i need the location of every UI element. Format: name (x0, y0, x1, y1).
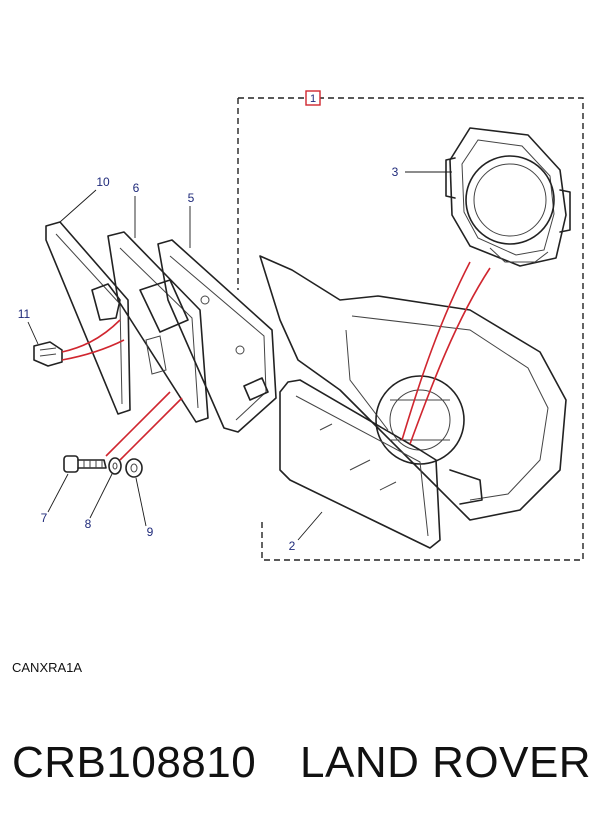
exploded-parts-diagram: 1 (18, 90, 584, 561)
nut-part-9 (125, 458, 143, 478)
footer-caption: CRB108810 LAND ROVER (0, 738, 600, 808)
mirror-glass-part-2 (279, 379, 441, 549)
inner-gasket-part-6 (107, 231, 209, 423)
assembly-highlight-lines (61, 261, 491, 461)
diagram-code: CANXRA1A (12, 660, 83, 675)
screw-part-7 (63, 455, 107, 473)
assembly-label: 1 (310, 93, 316, 105)
callout-8: 8 (85, 517, 92, 531)
callout-5: 5 (188, 191, 195, 205)
callout-10: 10 (96, 175, 110, 189)
assembly-boundary (238, 97, 584, 561)
outer-gasket-part-10 (45, 221, 131, 415)
callout-6: 6 (133, 181, 140, 195)
leader-lines (27, 171, 452, 541)
mirror-housing (259, 255, 567, 521)
clip-part-11 (33, 341, 63, 367)
mounting-bracket-part-3 (445, 127, 571, 267)
callout-11: 11 (18, 307, 31, 321)
callout-9: 9 (147, 525, 154, 539)
washer-part-8 (108, 457, 122, 475)
callout-3: 3 (392, 165, 399, 179)
part-number: CRB108810 (12, 738, 257, 787)
brand-name: LAND ROVER (300, 738, 592, 787)
callout-2: 2 (289, 539, 296, 553)
trim-panel-part-5 (157, 239, 277, 433)
assembly-label-box (305, 90, 321, 106)
callout-7: 7 (41, 511, 48, 525)
